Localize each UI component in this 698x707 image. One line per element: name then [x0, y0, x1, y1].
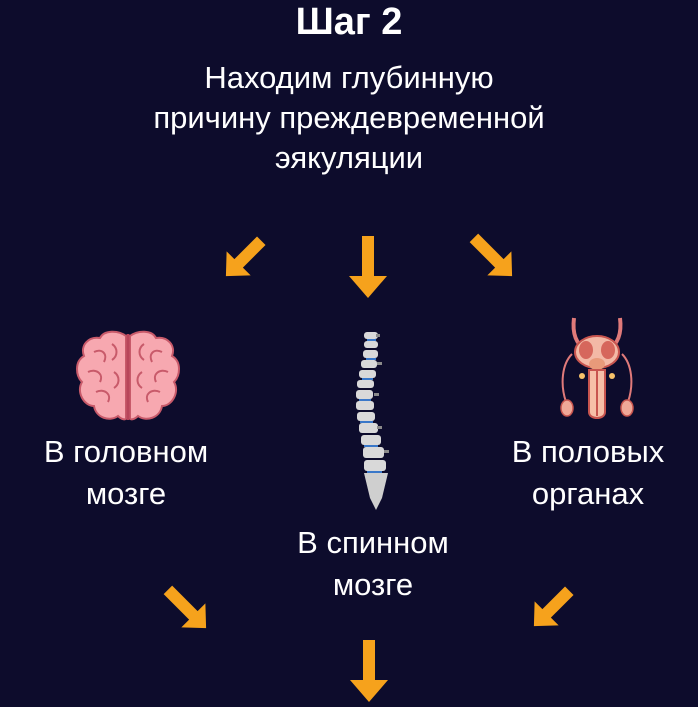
reproductive-organs-icon	[552, 314, 642, 426]
spine-label-line1: В спинном	[297, 525, 449, 560]
step-title: Шаг 2	[295, 1, 403, 43]
subtitle-line: причину преждевременной	[153, 100, 545, 135]
spine-label-line2: мозге	[332, 567, 414, 602]
arrow-down-icon	[350, 640, 388, 702]
spine-location-label: В спинном мозге	[248, 522, 498, 606]
step-subtitle: Находим глубинную причину преждевременно…	[0, 58, 698, 178]
spine-icon	[348, 330, 398, 515]
arrow-down-icon	[349, 236, 387, 298]
arrow-down-right-icon	[163, 585, 207, 629]
brain-label-line2: мозге	[85, 476, 167, 511]
brain-icon	[74, 328, 182, 428]
genitals-location-label: В половых органах	[478, 431, 698, 515]
arrow-down-left-icon	[533, 586, 574, 627]
arrow-down-left-icon	[225, 236, 266, 277]
genitals-label-line2: органах	[531, 476, 645, 511]
arrow-down-right-icon	[469, 233, 513, 277]
brain-label-line1: В головном	[43, 434, 209, 469]
brain-location-label: В головном мозге	[0, 431, 252, 515]
subtitle-line: эякуляции	[274, 140, 424, 175]
subtitle-line: Находим глубинную	[204, 60, 494, 95]
genitals-label-line1: В половых	[511, 434, 665, 469]
